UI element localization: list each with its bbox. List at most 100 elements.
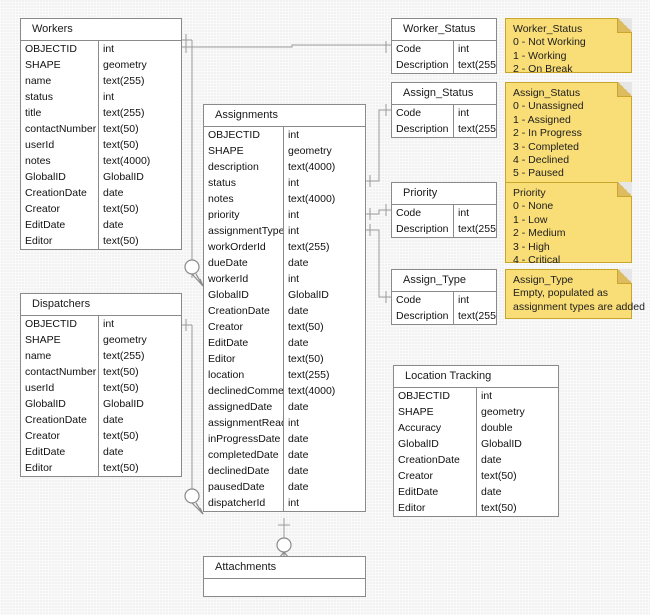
field-name: SHAPE: [204, 143, 284, 159]
field-name: name: [21, 348, 99, 364]
note-fold-icon: [617, 18, 632, 33]
entity-attachments[interactable]: Attachments: [203, 556, 366, 597]
field-name: Editor: [21, 460, 99, 476]
field-type: date: [288, 305, 309, 317]
field-name: Accuracy: [394, 420, 477, 436]
field-type: text(4000): [103, 155, 151, 167]
entity-title: Worker_Status: [392, 19, 496, 41]
field-name: Editor: [394, 500, 477, 516]
field-type: int: [458, 294, 470, 306]
field-type: geometry: [481, 406, 525, 418]
note-line: 0 - None: [513, 200, 554, 213]
field-name: EditDate: [394, 484, 477, 500]
field-name: EditDate: [21, 217, 99, 233]
field-type: text(4000): [288, 193, 336, 205]
field-name: GlobalID: [204, 287, 284, 303]
field-name: completedDate: [204, 447, 284, 463]
field-type: text(50): [288, 353, 324, 365]
field-type: GlobalID: [481, 438, 522, 450]
field-name: CreationDate: [204, 303, 284, 319]
field-type: date: [481, 454, 502, 466]
field-type: int: [288, 497, 300, 509]
field-name: OBJECTID: [21, 316, 99, 332]
table-row: CreationDate date: [204, 303, 365, 319]
field-name: assignedDate: [204, 399, 284, 415]
field-type: [284, 579, 365, 596]
note-line: 1 - Working: [513, 49, 567, 62]
table-row: declinedCommenttext(4000): [204, 383, 365, 399]
field-type: int: [288, 177, 300, 189]
note-fold-icon: [617, 82, 632, 97]
field-type: date: [288, 465, 309, 477]
note-line: 0 - Not Working: [513, 36, 586, 49]
note-title: Priority: [513, 187, 546, 199]
field-type: int: [288, 273, 300, 285]
field-type: GlobalID: [103, 398, 144, 410]
field-name: assignmentRead: [204, 415, 284, 431]
field-type: double: [481, 422, 513, 434]
field-type: int: [458, 107, 470, 119]
field-type: date: [288, 481, 309, 493]
note-title: Assign_Status: [513, 87, 581, 99]
field-name: Description: [392, 221, 454, 237]
field-type: int: [103, 318, 115, 330]
field-name: dueDate: [204, 255, 284, 271]
field-type: int: [288, 225, 300, 237]
field-name: GlobalID: [21, 169, 99, 185]
field-name: Creator: [21, 201, 99, 217]
field-name: EditDate: [21, 444, 99, 460]
field-name: Code: [392, 292, 454, 308]
field-name: Creator: [21, 428, 99, 444]
note-fold-icon: [617, 182, 632, 197]
field-type: text(4000): [288, 385, 336, 397]
field-type: text(255): [103, 350, 145, 362]
field-name: name: [21, 73, 99, 89]
field-type: text(255): [288, 241, 330, 253]
note-line: 0 - Unassigned: [513, 100, 584, 113]
field-name: inProgressDate: [204, 431, 284, 447]
note-line: 5 - Paused: [513, 167, 564, 180]
field-type: text(255): [458, 123, 496, 135]
field-name: Code: [392, 41, 454, 57]
field-name: Creator: [394, 468, 477, 484]
note-line: 4 - Declined: [513, 154, 570, 167]
